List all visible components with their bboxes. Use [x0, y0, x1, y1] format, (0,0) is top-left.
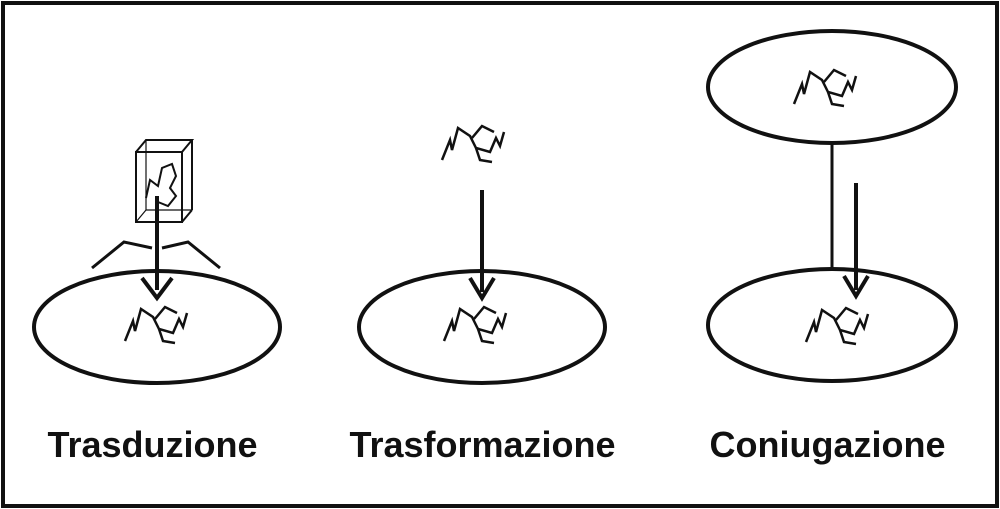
- panel-trasduzione: [32, 139, 282, 385]
- arrow-coniugazione: [842, 183, 870, 300]
- label-trasformazione: Trasformazione: [349, 424, 616, 465]
- dna-in-cell-trasduzione: [123, 305, 189, 345]
- label-coniugazione: Coniugazione: [709, 424, 946, 465]
- dna-in-cell-trasformazione: [442, 305, 508, 345]
- dna-in-recipient-cell: [804, 306, 870, 346]
- recipient-cell-coniugazione: [706, 267, 958, 383]
- arrow-trasformazione: [468, 190, 496, 302]
- label-trasduzione: Trasduzione: [47, 424, 258, 465]
- bacteriophage-icon: [91, 139, 221, 302]
- free-dna-fragment: [440, 124, 506, 164]
- dna-in-donor-cell: [792, 68, 858, 108]
- donor-cell: [706, 29, 958, 145]
- panel-coniugazione: [706, 29, 958, 383]
- panel-trasformazione: [357, 124, 607, 385]
